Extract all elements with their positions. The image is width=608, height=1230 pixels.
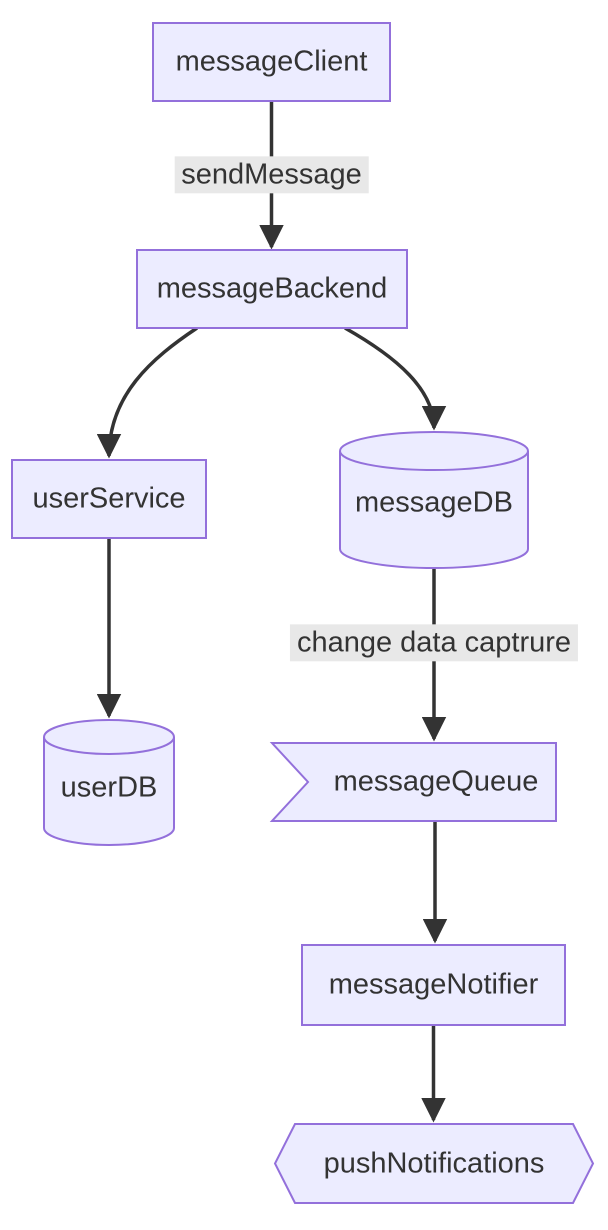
user-db-cylinder-body (43, 737, 175, 846)
edge-label-change-data-capture: change data captrure (289, 624, 579, 662)
user-db-label: userDB (60, 771, 158, 804)
message-queue-label: messageQueue (333, 765, 539, 798)
message-db-cylinder (339, 431, 529, 569)
edge-messageBackend-messageDB (344, 326, 447, 431)
push-notifications-hexagon (273, 1123, 595, 1204)
message-db-label: messageDB (355, 486, 513, 519)
user-service-rect (11, 459, 207, 539)
message-db-cylinder-top (339, 431, 529, 471)
message-backend-label: messageBackend (156, 271, 388, 304)
user-db-cylinder (43, 719, 175, 846)
message-backend-rect (136, 249, 408, 329)
message-client-rect (152, 22, 391, 102)
user-service-label: userService (32, 481, 186, 514)
nodes-layer (11, 22, 595, 1204)
message-notifier-label: messageNotifier (328, 968, 539, 1001)
push-notifications-label: pushNotifications (323, 1146, 545, 1179)
user-db-cylinder-top (43, 719, 175, 755)
message-notifier-rect (301, 944, 566, 1026)
message-client-label: messageClient (175, 44, 368, 77)
message-db-cylinder-body (339, 451, 529, 569)
message-queue-asymmetric (269, 742, 557, 822)
edge-messageBackend-userService (96, 326, 198, 459)
edge-label-send-message: sendMessage (174, 155, 369, 194)
